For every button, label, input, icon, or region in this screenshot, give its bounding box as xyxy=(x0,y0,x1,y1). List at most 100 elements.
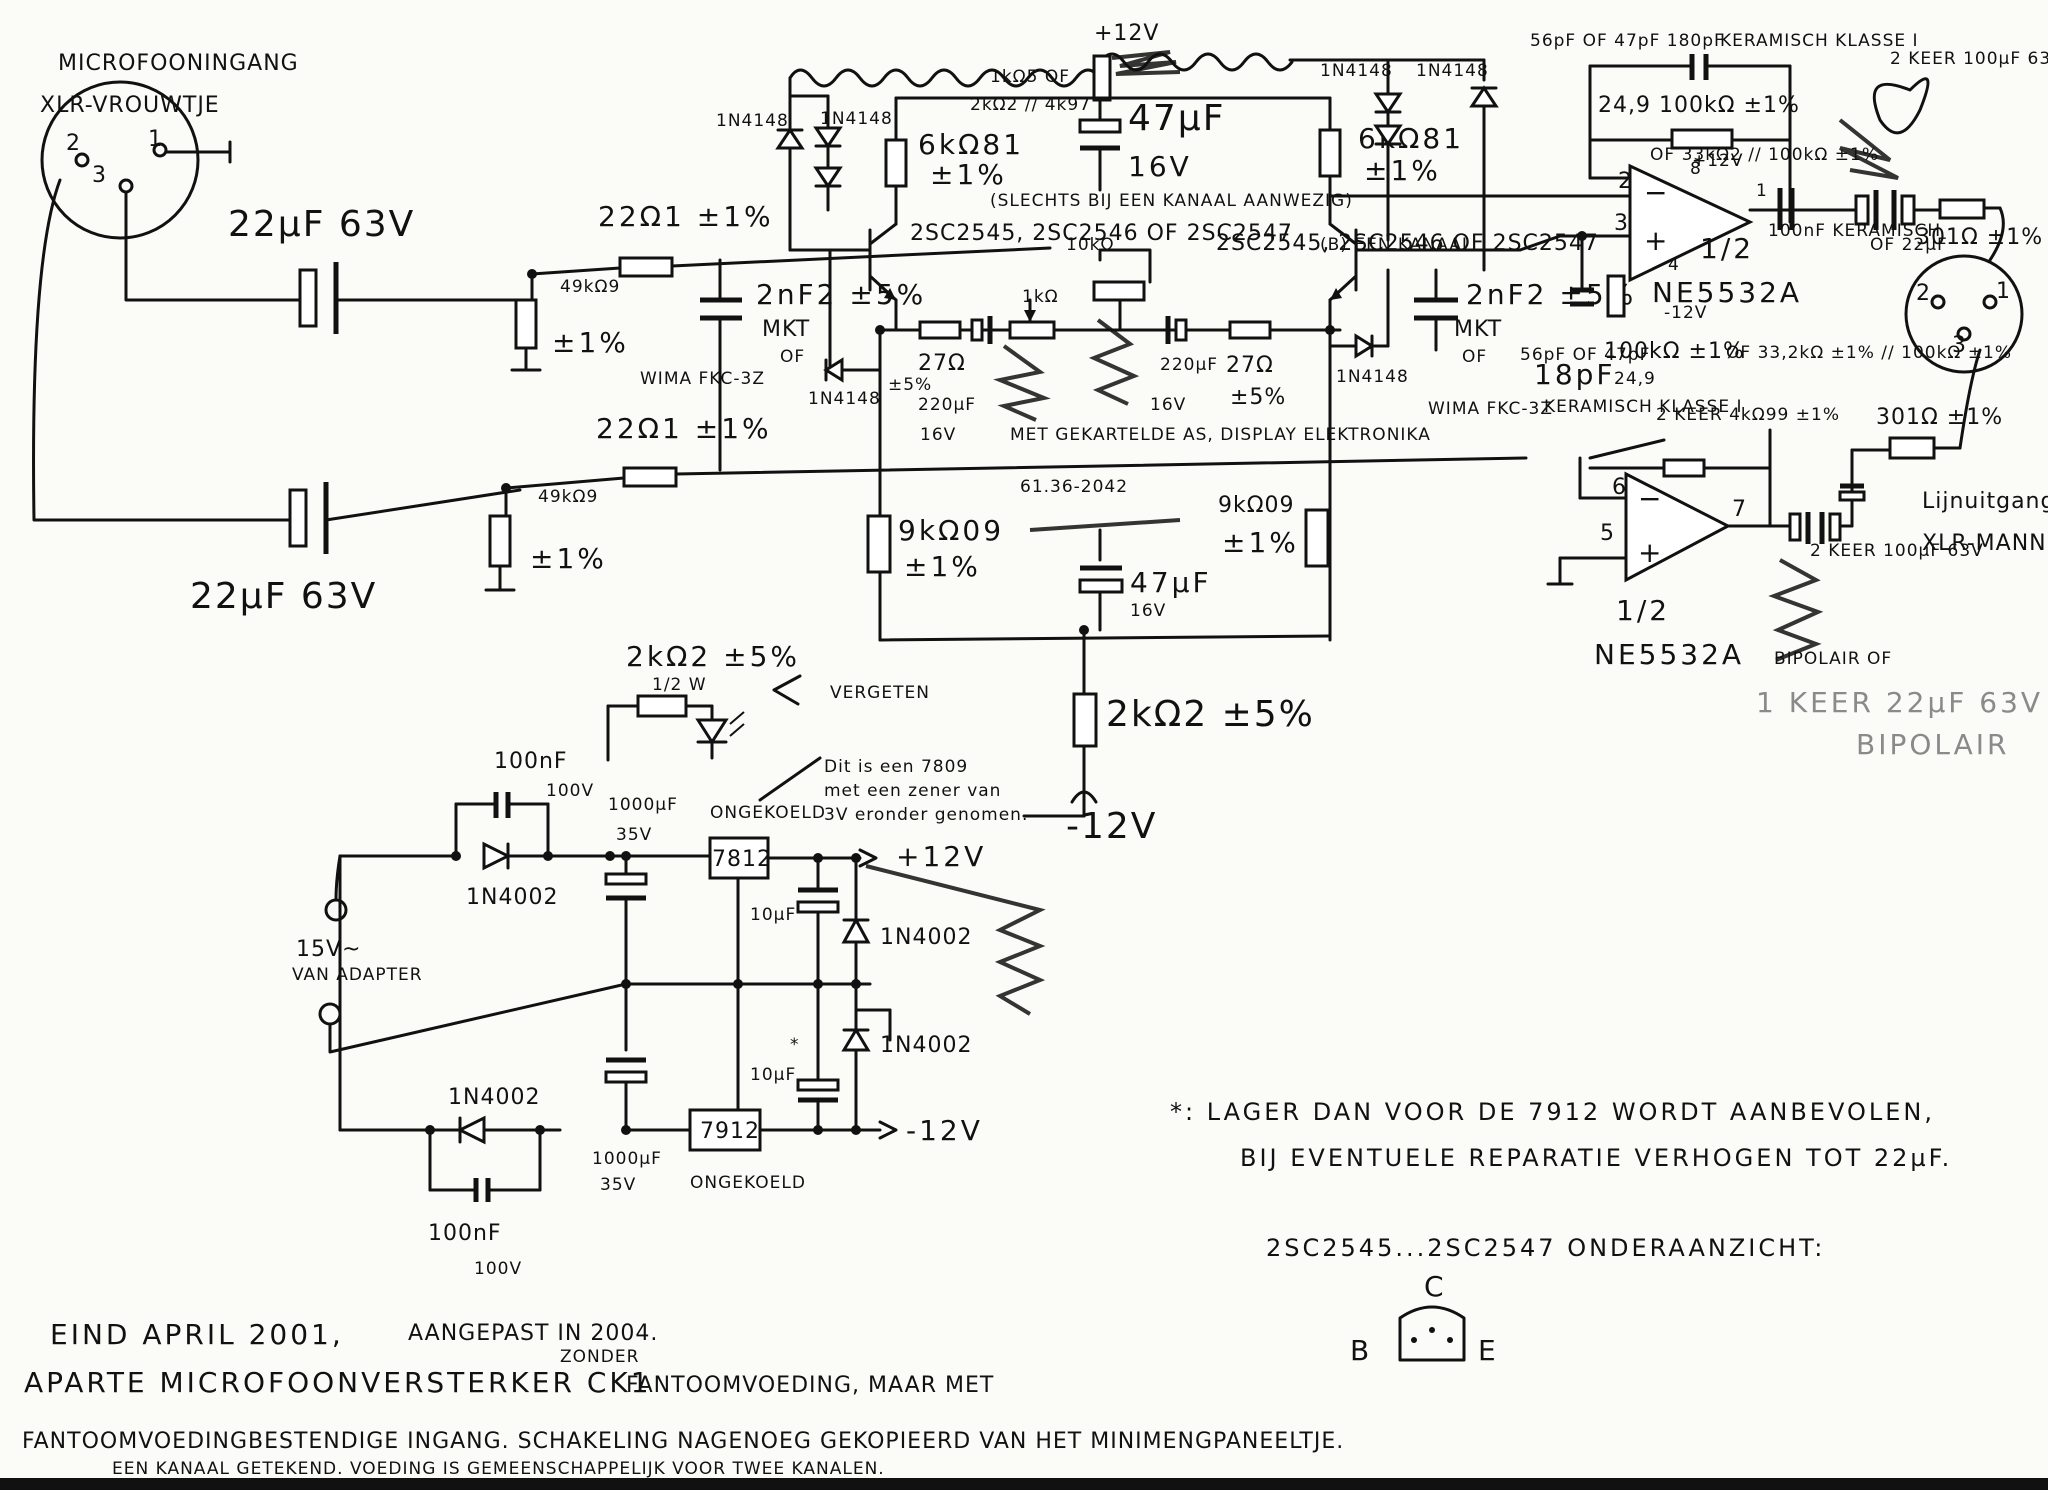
cap-2n2-right-label: 2nF2 ±5% xyxy=(1466,278,1636,311)
psu-d-bottom: 1N4002 xyxy=(448,1085,540,1110)
trimmer-10k xyxy=(1092,248,1152,332)
resistor-1k5-label: 1kΩ5 OF xyxy=(990,67,1070,87)
scribble-bottom-caps xyxy=(1768,558,1824,662)
resistor-22r1-bottom xyxy=(504,456,1528,490)
resistor-22r1-bottom-label: 22Ω1 ±1% xyxy=(596,412,772,445)
diode-1n4148-base-right xyxy=(1328,268,1390,359)
resistor-9k09-left-label: 9kΩ09 xyxy=(898,514,1004,547)
resistor-9k09-right-tol: ±1% xyxy=(1222,526,1299,559)
cap-47u-top-v: 16V xyxy=(1128,150,1192,183)
resistor-22r1-top-label: 22Ω1 ±1% xyxy=(598,200,774,233)
opamp-bottom-pin5: 5 xyxy=(1600,521,1615,546)
diode-1n4148-d: 1N4148 xyxy=(1416,61,1489,81)
resistor-6k81-left-label: 6kΩ81 xyxy=(918,128,1024,161)
scribble-pot-right xyxy=(1088,318,1140,406)
cap-feedback-top-type: KERAMISCH KLASSE I xyxy=(1720,31,1919,51)
opamp-top-name: NE5532A xyxy=(1652,276,1802,309)
opamp-top-pin1: 1 xyxy=(1756,181,1768,201)
cap-2n2-left-type: MKT xyxy=(762,317,810,342)
diode-1n4148-base-left xyxy=(823,248,882,383)
resistor-6k81-right-label: 6kΩ81 xyxy=(1358,122,1464,155)
transistor-q-left xyxy=(788,222,898,332)
opamp-top-pin2: 2 xyxy=(1618,169,1633,194)
cap-output-bottom-a xyxy=(1788,512,1802,542)
psu-reg-neg: 7912 xyxy=(700,1119,760,1144)
psu-v-plus12: +12V xyxy=(896,840,986,873)
cap-220u-left xyxy=(970,316,993,344)
resistor-9k09-right-label: 9kΩ09 xyxy=(1218,493,1295,518)
cap-1x-22u-type: BIPOLAIR xyxy=(1856,728,2010,761)
resistor-49k9-top-tol: ±1% xyxy=(552,326,629,359)
resistor-2k2-tail-label: 2kΩ2 ±5% xyxy=(1106,694,1315,735)
footer-line2-zonder: ZONDER xyxy=(560,1347,639,1367)
scribble-47u-bottom xyxy=(1029,518,1181,532)
psu-c1000u-top: 1000µF xyxy=(608,795,678,815)
footer-line2-b: FANTOOMVOEDING, MAAR MET xyxy=(626,1373,994,1398)
psu-input-src: VAN ADAPTER xyxy=(292,965,423,985)
diode-1n4002-right-bottom xyxy=(841,1027,871,1052)
resistor-6k81-right-tol: ±1% xyxy=(1364,154,1441,187)
psu-c1000u-bottom-v: 35V xyxy=(600,1175,636,1195)
diode-1n4148-left-string xyxy=(775,94,843,212)
resistor-100k-mid: 100kΩ ±1% xyxy=(1604,339,1745,364)
resistor-24-9-label: 24,9 xyxy=(1614,369,1656,389)
cap-220u-right xyxy=(1165,316,1188,344)
cap-220u-right-label: 220µF xyxy=(1160,355,1218,375)
pot-note: MET GEKARTELDE AS, DISPLAY ELEKTRONIKA xyxy=(1010,425,1431,445)
resistor-9k09-left-tol: ±1% xyxy=(904,550,981,583)
diode-1n4148-c: 1N4148 xyxy=(1320,61,1393,81)
psu-c10u-bottom-star: * xyxy=(790,1035,800,1055)
opamp-top-pin8: 8 xyxy=(1690,159,1702,179)
diode-1n4148-right-string xyxy=(1288,58,1499,272)
psu-reg-pos: 7812 xyxy=(712,847,772,872)
scan-bottom-edge xyxy=(0,1478,2048,1490)
psu-reg-note-2: met een zener van xyxy=(824,781,1001,801)
cap-output-top-a xyxy=(1854,194,1870,226)
cap-2n2-right-type: MKT xyxy=(1454,317,1502,342)
resistor-301-top-label: 301Ω ±1% xyxy=(1916,225,2043,250)
resistor-301-top xyxy=(1938,198,1986,220)
line-output-title: Lijnuitgang xyxy=(1922,489,2048,514)
cap-47u-bottom-v: 16V xyxy=(1130,601,1166,621)
opamp-bottom-half: 1/2 xyxy=(1616,594,1670,627)
opamp-top: − + xyxy=(1628,163,1754,283)
psu-reg-neg-note: ONGEKOELD xyxy=(690,1173,806,1193)
regulator-7812 xyxy=(708,836,770,880)
keramisch-klasse-right: KERAMISCH KLASSE I xyxy=(1544,397,1743,417)
pinout-e: E xyxy=(1478,1334,1499,1367)
regulator-7912 xyxy=(688,1108,762,1152)
psu-c10u-bottom: 10µF xyxy=(750,1065,796,1085)
line-output-type: XLR-MANNETJE xyxy=(1922,531,2048,556)
footer-line4: EEN KANAAL GETEKEND. VOEDING IS GEMEENSC… xyxy=(112,1459,885,1479)
scribble-out-caps xyxy=(1838,118,1899,180)
cap-input-top-label: 22µF 63V xyxy=(228,204,415,245)
svg-text:+: + xyxy=(1644,224,1670,257)
resistor-feedback-top-alt: OF 33kΩ2 // 100kΩ ±1% xyxy=(1650,145,1879,165)
svg-text:−: − xyxy=(1638,482,1664,515)
transistor-q-left-label: 2SC2545, 2SC2546 OF 2SC2547 xyxy=(910,221,1293,246)
resistor-33k2-mid: OF 33,2kΩ ±1% // 100kΩ ±1% xyxy=(1726,343,2012,363)
cap-1x-22u: 1 KEER 22µF 63V xyxy=(1756,686,2043,719)
circle-annotation xyxy=(1872,77,1930,135)
resistor-49k9-bottom-tol: ±1% xyxy=(530,542,607,575)
resistor-301-bottom xyxy=(1888,436,1936,460)
transistor-pinout xyxy=(1398,1305,1466,1362)
psu-r-led-watt: 1/2 W xyxy=(652,675,707,695)
psu-d-right-bottom: 1N4002 xyxy=(880,1033,972,1058)
cap-2n2-left-alt2: WIMA FKC-3Z xyxy=(640,369,765,389)
pinout-title: 2SC2545...2SC2547 ONDERAANZICHT: xyxy=(1266,1234,1825,1262)
cap-2n2-right-alt: OF xyxy=(1462,347,1487,367)
psu-input-v: 15V~ xyxy=(296,937,361,962)
resistor-feedback-top-label: 24,9 100kΩ ±1% xyxy=(1598,93,1800,118)
cap-47u-top-label: 47µF xyxy=(1128,98,1225,139)
mic-input-type: XLR-VROUWTJE xyxy=(40,93,220,118)
cap-220u-left-v: 16V xyxy=(920,425,956,445)
resistor-24-9 xyxy=(1606,274,1626,318)
xlr-in-pin3: 3 xyxy=(92,163,107,188)
footer-line1-b: AANGEPAST IN 2004. xyxy=(408,1321,658,1346)
psu-c1000u-bottom: 1000µF xyxy=(592,1149,662,1169)
resistor-27-right-label: 27Ω xyxy=(1226,353,1274,378)
resistor-22r1-top xyxy=(530,246,1052,278)
